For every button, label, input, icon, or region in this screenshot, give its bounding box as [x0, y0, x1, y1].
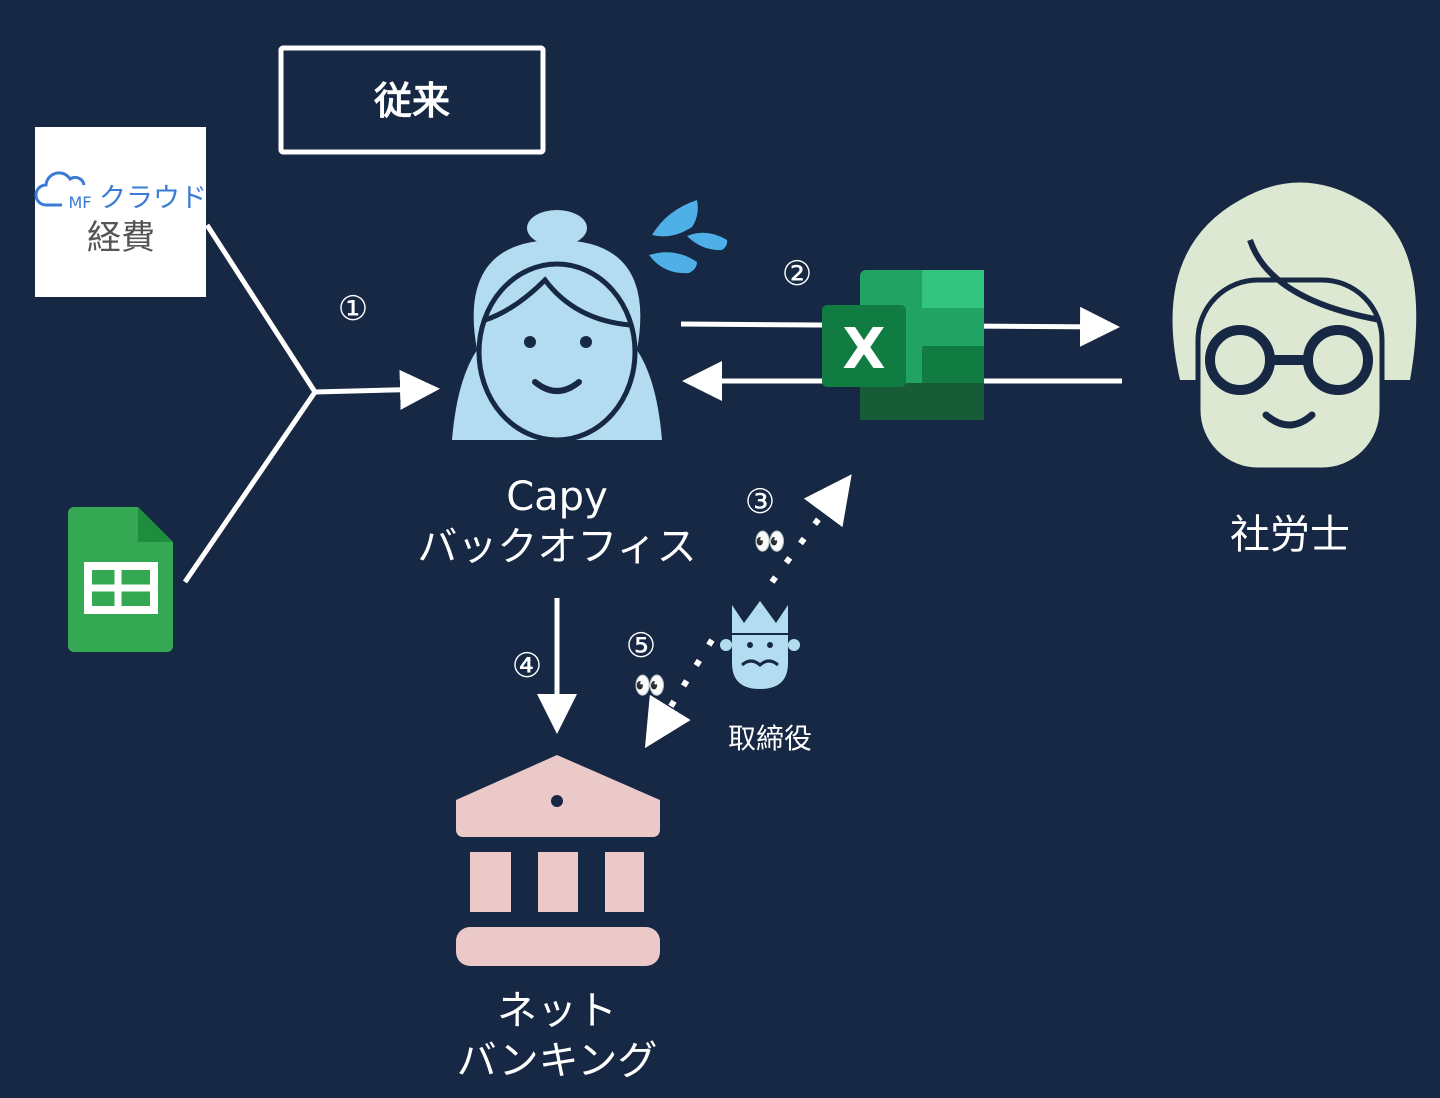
step-4-label: ④	[512, 646, 542, 686]
sharoushi-avatar-icon	[1172, 182, 1417, 473]
director-king-icon	[720, 601, 800, 689]
step1-arrows	[182, 223, 440, 584]
sharoushi-label: 社労士	[1230, 512, 1350, 558]
bank-icon	[456, 755, 660, 966]
sweat-drops-icon	[649, 200, 728, 274]
step-2-label: ②	[782, 254, 812, 294]
bank-label-line2: バンキング	[457, 1038, 658, 1084]
svg-text:経費: 経費	[87, 218, 155, 258]
svg-text:MF: MF	[68, 193, 91, 212]
step-1-label: ①	[338, 289, 368, 329]
capy-backoffice-avatar-icon	[452, 210, 662, 443]
capy-label-line2: バックオフィス	[417, 524, 696, 570]
capy-label-line1: Capy	[506, 474, 608, 520]
bank-label-line1: ネット	[497, 988, 617, 1034]
title-box: 従来	[278, 45, 546, 155]
title: 従来	[373, 79, 450, 123]
director-label: 取締役	[728, 722, 812, 755]
mf-cloud-expense-logo: MF クラウド 経費	[34, 127, 207, 297]
svg-text:クラウド: クラウド	[99, 183, 207, 214]
step-3-label: ③	[745, 482, 775, 522]
excel-icon: X	[822, 270, 984, 420]
eyes-icon-2: 👀	[634, 671, 666, 701]
step-5-label: ⑤	[626, 626, 656, 666]
eyes-icon: 👀	[754, 527, 786, 557]
step5-dotted-arrow	[644, 638, 715, 749]
google-sheets-icon	[68, 507, 173, 652]
svg-text:X: X	[842, 317, 885, 382]
